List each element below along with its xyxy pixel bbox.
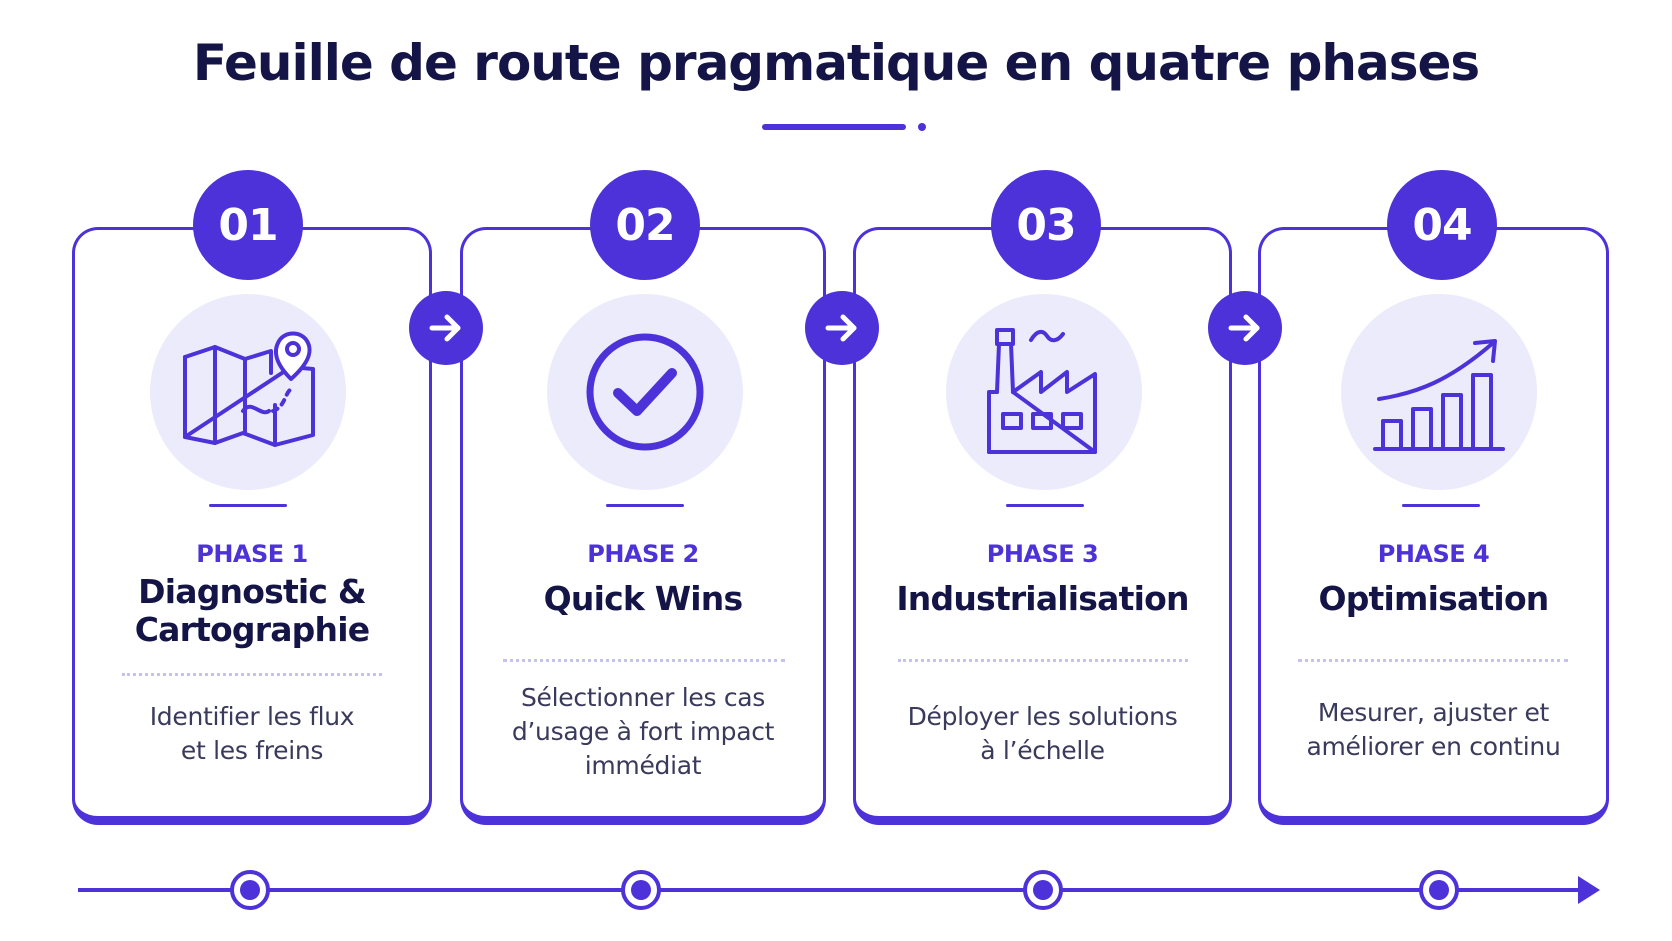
phase-description-3-line-2: à l’échelle <box>980 736 1105 765</box>
page-title: Feuille de route pragmatique en quatre p… <box>192 34 1480 92</box>
title-underline-dot <box>918 123 926 131</box>
phase-card-4 <box>1258 227 1609 825</box>
phase-label-1: PHASE 1 <box>196 540 308 568</box>
connector-arrow-3 <box>1208 291 1282 365</box>
phase-description-2-line-3: immédiat <box>584 751 702 780</box>
phase-description-4-line-1: Mesurer, ajuster et <box>1317 698 1550 727</box>
phase-description-3-line-1: Déployer les solutions <box>907 702 1178 731</box>
phase-description-4-line-2: améliorer en continu <box>1306 732 1561 761</box>
growth-chart-icon <box>1373 339 1505 451</box>
phase-icon-circle-3 <box>946 294 1142 490</box>
map-pin-icon <box>183 331 315 447</box>
title-underline <box>762 124 906 130</box>
timeline-node-4 <box>1419 870 1459 910</box>
phase-description-2-line-1: Sélectionner les cas <box>520 683 766 712</box>
phase-label-2: PHASE 2 <box>587 540 699 568</box>
phase-description-2-line-2: d’usage à fort impact <box>511 717 775 746</box>
phase-number-badge-1: 01 <box>193 170 303 280</box>
phase-separator-1 <box>122 673 382 676</box>
phase-rule-3 <box>1006 504 1084 507</box>
phase-icon-circle-2 <box>547 294 743 490</box>
connector-arrow-2 <box>805 291 879 365</box>
phase-rule-4 <box>1402 504 1480 507</box>
phase-name-2: Quick Wins <box>543 579 744 618</box>
arrow-right-icon <box>825 314 857 342</box>
phase-name-1: Diagnostic & Cartographie <box>72 573 432 649</box>
phase-icon-circle-1 <box>150 294 346 490</box>
phase-description-4: Mesurer, ajuster et améliorer en continu <box>1258 696 1609 764</box>
phase-description-1-line-1: Identifier les flux <box>149 702 355 731</box>
timeline-node-2 <box>621 870 661 910</box>
phase-name-3: Industrialisation <box>896 579 1189 618</box>
phase-rule-2 <box>606 504 684 507</box>
timeline-node-4-dot <box>1429 880 1449 900</box>
phase-description-1-line-2: et les freins <box>180 736 324 765</box>
phase-number-badge-3: 03 <box>991 170 1101 280</box>
timeline-line <box>78 888 1583 892</box>
phase-name-1-line-1: Diagnostic & <box>138 572 367 611</box>
arrow-right-icon <box>429 314 461 342</box>
phase-label-4: PHASE 4 <box>1377 540 1490 568</box>
factory-icon <box>987 328 1097 454</box>
timeline-node-3 <box>1023 870 1063 910</box>
connector-arrow-1 <box>409 291 483 365</box>
phase-rule-1 <box>209 504 287 507</box>
check-circle-icon <box>586 333 704 451</box>
phase-label-3: PHASE 3 <box>986 540 1099 568</box>
phase-number-badge-4: 04 <box>1387 170 1497 280</box>
phase-name-1-line-2: Cartographie <box>134 610 370 649</box>
phase-number-badge-2: 02 <box>590 170 700 280</box>
phase-name-4: Optimisation <box>1318 579 1549 618</box>
phase-icon-circle-4 <box>1341 294 1537 490</box>
timeline-arrowhead <box>1578 876 1600 904</box>
timeline-node-3-dot <box>1033 880 1053 900</box>
timeline-node-1 <box>230 870 270 910</box>
timeline-node-2-dot <box>631 880 651 900</box>
arrow-right-icon <box>1228 314 1260 342</box>
phase-description-2: Sélectionner les cas d’usage à fort impa… <box>460 681 826 783</box>
phase-separator-2 <box>503 659 785 662</box>
timeline-node-1-dot <box>240 880 260 900</box>
phase-description-1: Identifier les flux et les freins <box>72 700 432 768</box>
phase-description-3: Déployer les solutions à l’échelle <box>853 700 1232 768</box>
phase-separator-3 <box>898 659 1188 662</box>
phase-separator-4 <box>1298 659 1568 662</box>
